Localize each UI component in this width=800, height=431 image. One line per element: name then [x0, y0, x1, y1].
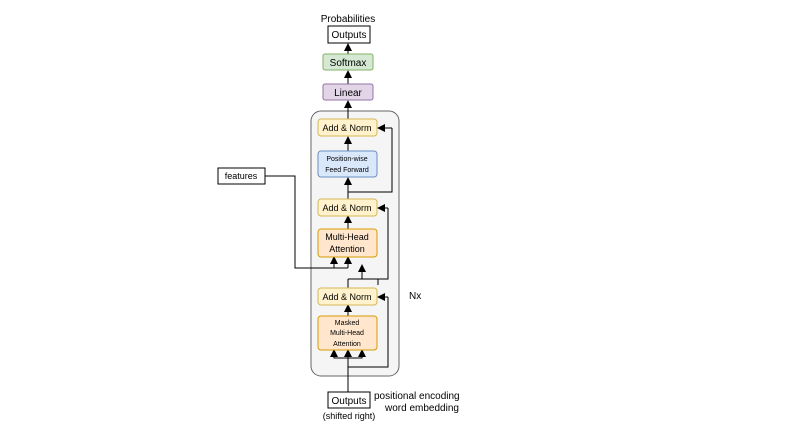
outputs-bottom-label: Outputs [331, 396, 366, 407]
add-norm-mid-box [317, 198, 378, 217]
linear-label: Linear [334, 88, 362, 99]
ffn-box [317, 150, 378, 178]
masked-label-line2: Multi-Head [330, 330, 364, 337]
repeat-label: Nx [409, 291, 421, 302]
masked-label-line1: Masked [335, 320, 360, 327]
softmax-box [322, 53, 374, 71]
connectors [265, 43, 393, 392]
positional-encoding-label: positional encoding [374, 391, 460, 402]
outputs-top-label: Outputs [331, 30, 366, 41]
add-norm-mid-label: Add & Norm [322, 203, 371, 213]
probabilities-label: Probabilities [321, 14, 375, 25]
multi-head-attention-box [317, 228, 378, 258]
shifted-right-label: (shifted right) [323, 411, 376, 421]
ffn-label-line2: Feed Forward [325, 167, 369, 174]
outputs-top-box [327, 25, 371, 44]
masked-attention-box [317, 315, 378, 351]
features-label: features [225, 171, 258, 181]
mha-label-line1: Multi-Head [325, 232, 369, 242]
masked-label-line3: Attention [333, 341, 361, 348]
add-norm-top-box [317, 118, 378, 137]
add-norm-bottom-label: Add & Norm [322, 292, 371, 302]
mha-label-line2: Attention [329, 244, 365, 254]
word-embedding-label: word embedding [384, 403, 459, 414]
add-norm-top-label: Add & Norm [322, 123, 371, 133]
linear-box [322, 83, 374, 101]
features-box [217, 167, 266, 185]
add-norm-bottom-box [317, 287, 378, 306]
outputs-bottom-box [327, 391, 371, 409]
ffn-label-line1: Position-wise [326, 156, 367, 163]
softmax-label: Softmax [330, 58, 367, 69]
